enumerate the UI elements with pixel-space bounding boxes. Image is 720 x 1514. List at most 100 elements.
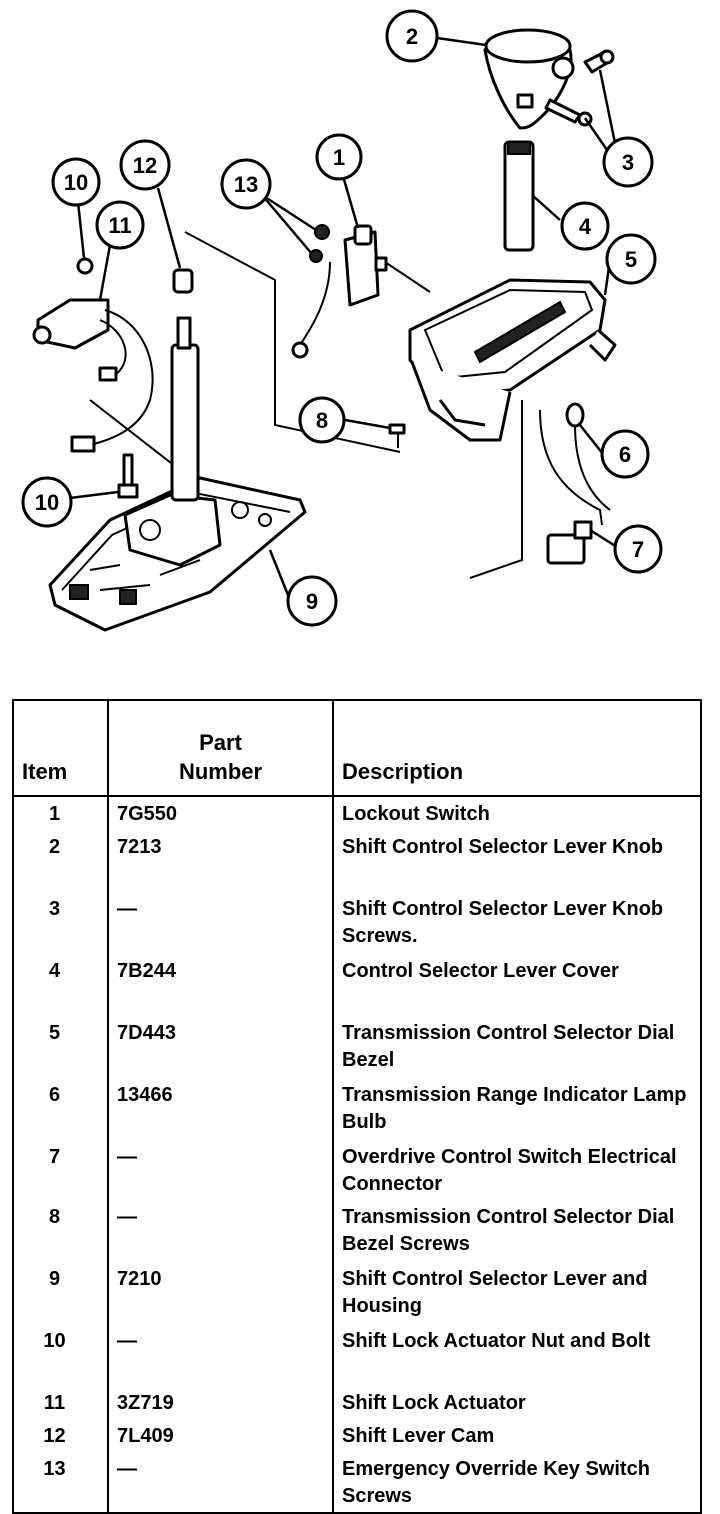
svg-text:7: 7	[632, 537, 644, 562]
svg-text:11: 11	[108, 213, 131, 238]
table-header-row: Item Part Number Description	[13, 700, 701, 797]
part-number: —	[108, 1140, 334, 1200]
item-number: 3	[13, 892, 109, 954]
item-number: 5	[13, 1016, 109, 1078]
description: Shift Control Selector Lever and Housing	[342, 1268, 648, 1317]
svg-text:1: 1	[333, 145, 345, 170]
callout-7: 7	[613, 524, 663, 574]
part-number: —	[108, 1200, 334, 1262]
header-item: Item	[13, 700, 109, 797]
callout-11: 11	[95, 200, 145, 250]
part-number: —	[108, 1324, 334, 1386]
exploded-parts-diagram: 1 2 3 4 5 6 7 8 9 10 10 11 12 13	[21, 9, 663, 632]
header-part-line1: Part	[199, 729, 242, 755]
bezel-screw	[388, 423, 406, 448]
item-number: 9	[13, 1262, 109, 1324]
description: Shift Lock Actuator	[342, 1392, 526, 1414]
item-number: 2	[13, 830, 109, 892]
header-part-line2: Number	[178, 759, 263, 785]
lever-cover	[503, 140, 535, 252]
callout-10-lower: 10	[21, 476, 73, 528]
svg-text:8: 8	[316, 408, 328, 433]
svg-text:10: 10	[35, 490, 59, 515]
description: Shift Control Selector Lever Knob Screws…	[342, 898, 664, 947]
item-number: 6	[13, 1078, 109, 1140]
table-row: 8—Transmission Control Selector Dial Bez…	[13, 1200, 701, 1262]
shift-lock-actuator	[32, 257, 154, 453]
header-description: Description	[333, 700, 701, 797]
knob-screws	[544, 49, 615, 127]
callout-4: 4	[560, 201, 610, 251]
lamp-bulb-and-connector	[539, 402, 611, 565]
description: Emergency Override Key Switch Screws	[342, 1458, 650, 1507]
callout-13: 13	[220, 158, 272, 210]
selector-dial-bezel	[408, 278, 617, 442]
item-number: 8	[13, 1200, 109, 1262]
part-number: 7B244	[108, 954, 334, 1016]
leader-lines	[69, 36, 618, 601]
part-number: 7210	[108, 1262, 334, 1324]
part-number: 7G550	[108, 796, 334, 830]
description: Control Selector Lever Cover	[342, 960, 619, 982]
svg-text:4: 4	[579, 214, 592, 239]
callout-2: 2	[385, 9, 439, 63]
svg-text:2: 2	[406, 24, 418, 49]
item-number: 1	[13, 796, 109, 830]
description: Overdrive Control Switch Electrical Conn…	[342, 1146, 677, 1195]
callout-9: 9	[286, 575, 338, 627]
svg-text:12: 12	[133, 153, 157, 178]
callout-6: 6	[600, 429, 650, 479]
part-number: —	[108, 1452, 334, 1513]
part-number: 7D443	[108, 1016, 334, 1078]
description: Transmission Range Indicator Lamp Bulb	[342, 1084, 687, 1133]
callout-10-upper: 10	[51, 157, 101, 207]
description: Shift Control Selector Lever Knob	[342, 836, 664, 858]
callout-12: 12	[119, 139, 171, 191]
item-number: 7	[13, 1140, 109, 1200]
part-number: 7L409	[108, 1419, 334, 1452]
svg-text:9: 9	[306, 589, 318, 614]
part-number: 3Z719	[108, 1386, 334, 1419]
description: Shift Lever Cam	[342, 1425, 495, 1447]
callout-1: 1	[315, 133, 363, 181]
part-number: 13466	[108, 1078, 334, 1140]
part-number: —	[108, 892, 334, 954]
table-row: 10— Shift Lock Actuator Nut and Bolt	[13, 1324, 701, 1386]
svg-text:5: 5	[625, 247, 637, 272]
item-number: 13	[13, 1452, 109, 1513]
item-number: 12	[13, 1419, 109, 1452]
item-number: 11	[13, 1386, 109, 1419]
item-number: 4	[13, 954, 109, 1016]
description: Transmission Control Selector Dial Bezel…	[342, 1206, 675, 1255]
table-row: 13—Emergency Override Key Switch Screws	[13, 1452, 701, 1513]
header-part-number: Part Number	[108, 700, 334, 797]
table-row: 3—Shift Control Selector Lever Knob Scre…	[13, 892, 701, 954]
part-number: 7213	[108, 830, 334, 892]
svg-text:13: 13	[234, 172, 258, 197]
svg-text:3: 3	[622, 150, 634, 175]
shift-lever-cam	[172, 268, 194, 294]
alignment-lines	[89, 231, 523, 579]
description: Shift Lock Actuator Nut and Bolt	[342, 1330, 651, 1352]
svg-text:6: 6	[619, 442, 631, 467]
actuator-bolt	[117, 453, 139, 499]
description: Lockout Switch	[342, 803, 490, 825]
callout-3: 3	[602, 136, 654, 188]
svg-text:10: 10	[64, 170, 88, 195]
item-number: 10	[13, 1324, 109, 1386]
callout-8: 8	[298, 396, 346, 444]
lockout-switch	[291, 224, 388, 359]
callout-5: 5	[605, 233, 657, 285]
shift-lever-housing	[48, 316, 307, 632]
table-row: 7—Overdrive Control Switch Electrical Co…	[13, 1140, 701, 1200]
